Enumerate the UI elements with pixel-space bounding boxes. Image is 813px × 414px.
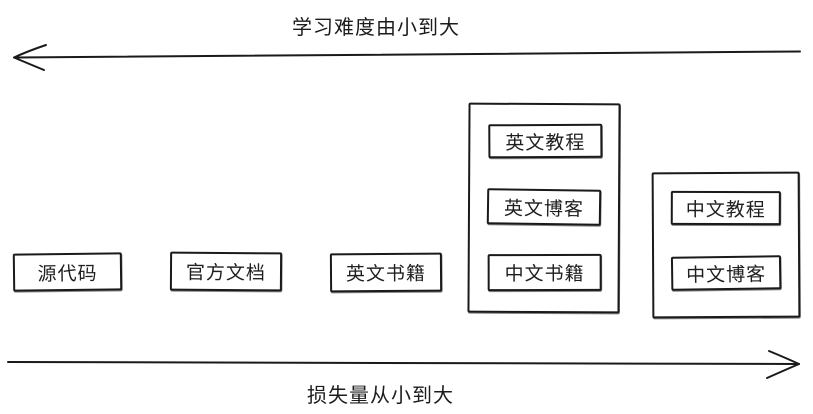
box-chinese-tutorials-label: 中文教程 [685, 199, 766, 221]
box-english-tutorials-label: 英文教程 [505, 132, 586, 154]
box-english-books: 英文书籍 [329, 252, 443, 293]
top-axis-label: 学习难度由小到大 [292, 17, 460, 39]
bottom-axis-label: 损失量从小到大 [307, 385, 454, 407]
left-arrow [13, 44, 801, 71]
box-official-docs: 官方文档 [169, 251, 283, 292]
box-source-code: 源代码 [12, 252, 123, 292]
box-chinese-tutorials: 中文教程 [670, 190, 781, 226]
box-chinese-blogs-label: 中文博客 [686, 263, 767, 287]
box-chinese-books: 中文书籍 [487, 253, 602, 292]
box-english-blogs: 英文博客 [486, 188, 602, 226]
box-chinese-blogs: 中文博客 [670, 255, 782, 291]
box-english-blogs-label: 英文博客 [503, 197, 585, 221]
box-source-code-label: 源代码 [37, 263, 98, 285]
box-chinese-books-label: 中文书籍 [504, 263, 585, 286]
box-english-books-label: 英文书籍 [345, 263, 427, 286]
group-box-1: 英文教程 英文博客 中文书籍 [467, 102, 621, 314]
box-english-tutorials: 英文教程 [488, 123, 603, 159]
group-box-2: 中文教程 中文博客 [651, 171, 801, 319]
right-arrow [7, 350, 800, 379]
box-official-docs-label: 官方文档 [185, 262, 267, 285]
